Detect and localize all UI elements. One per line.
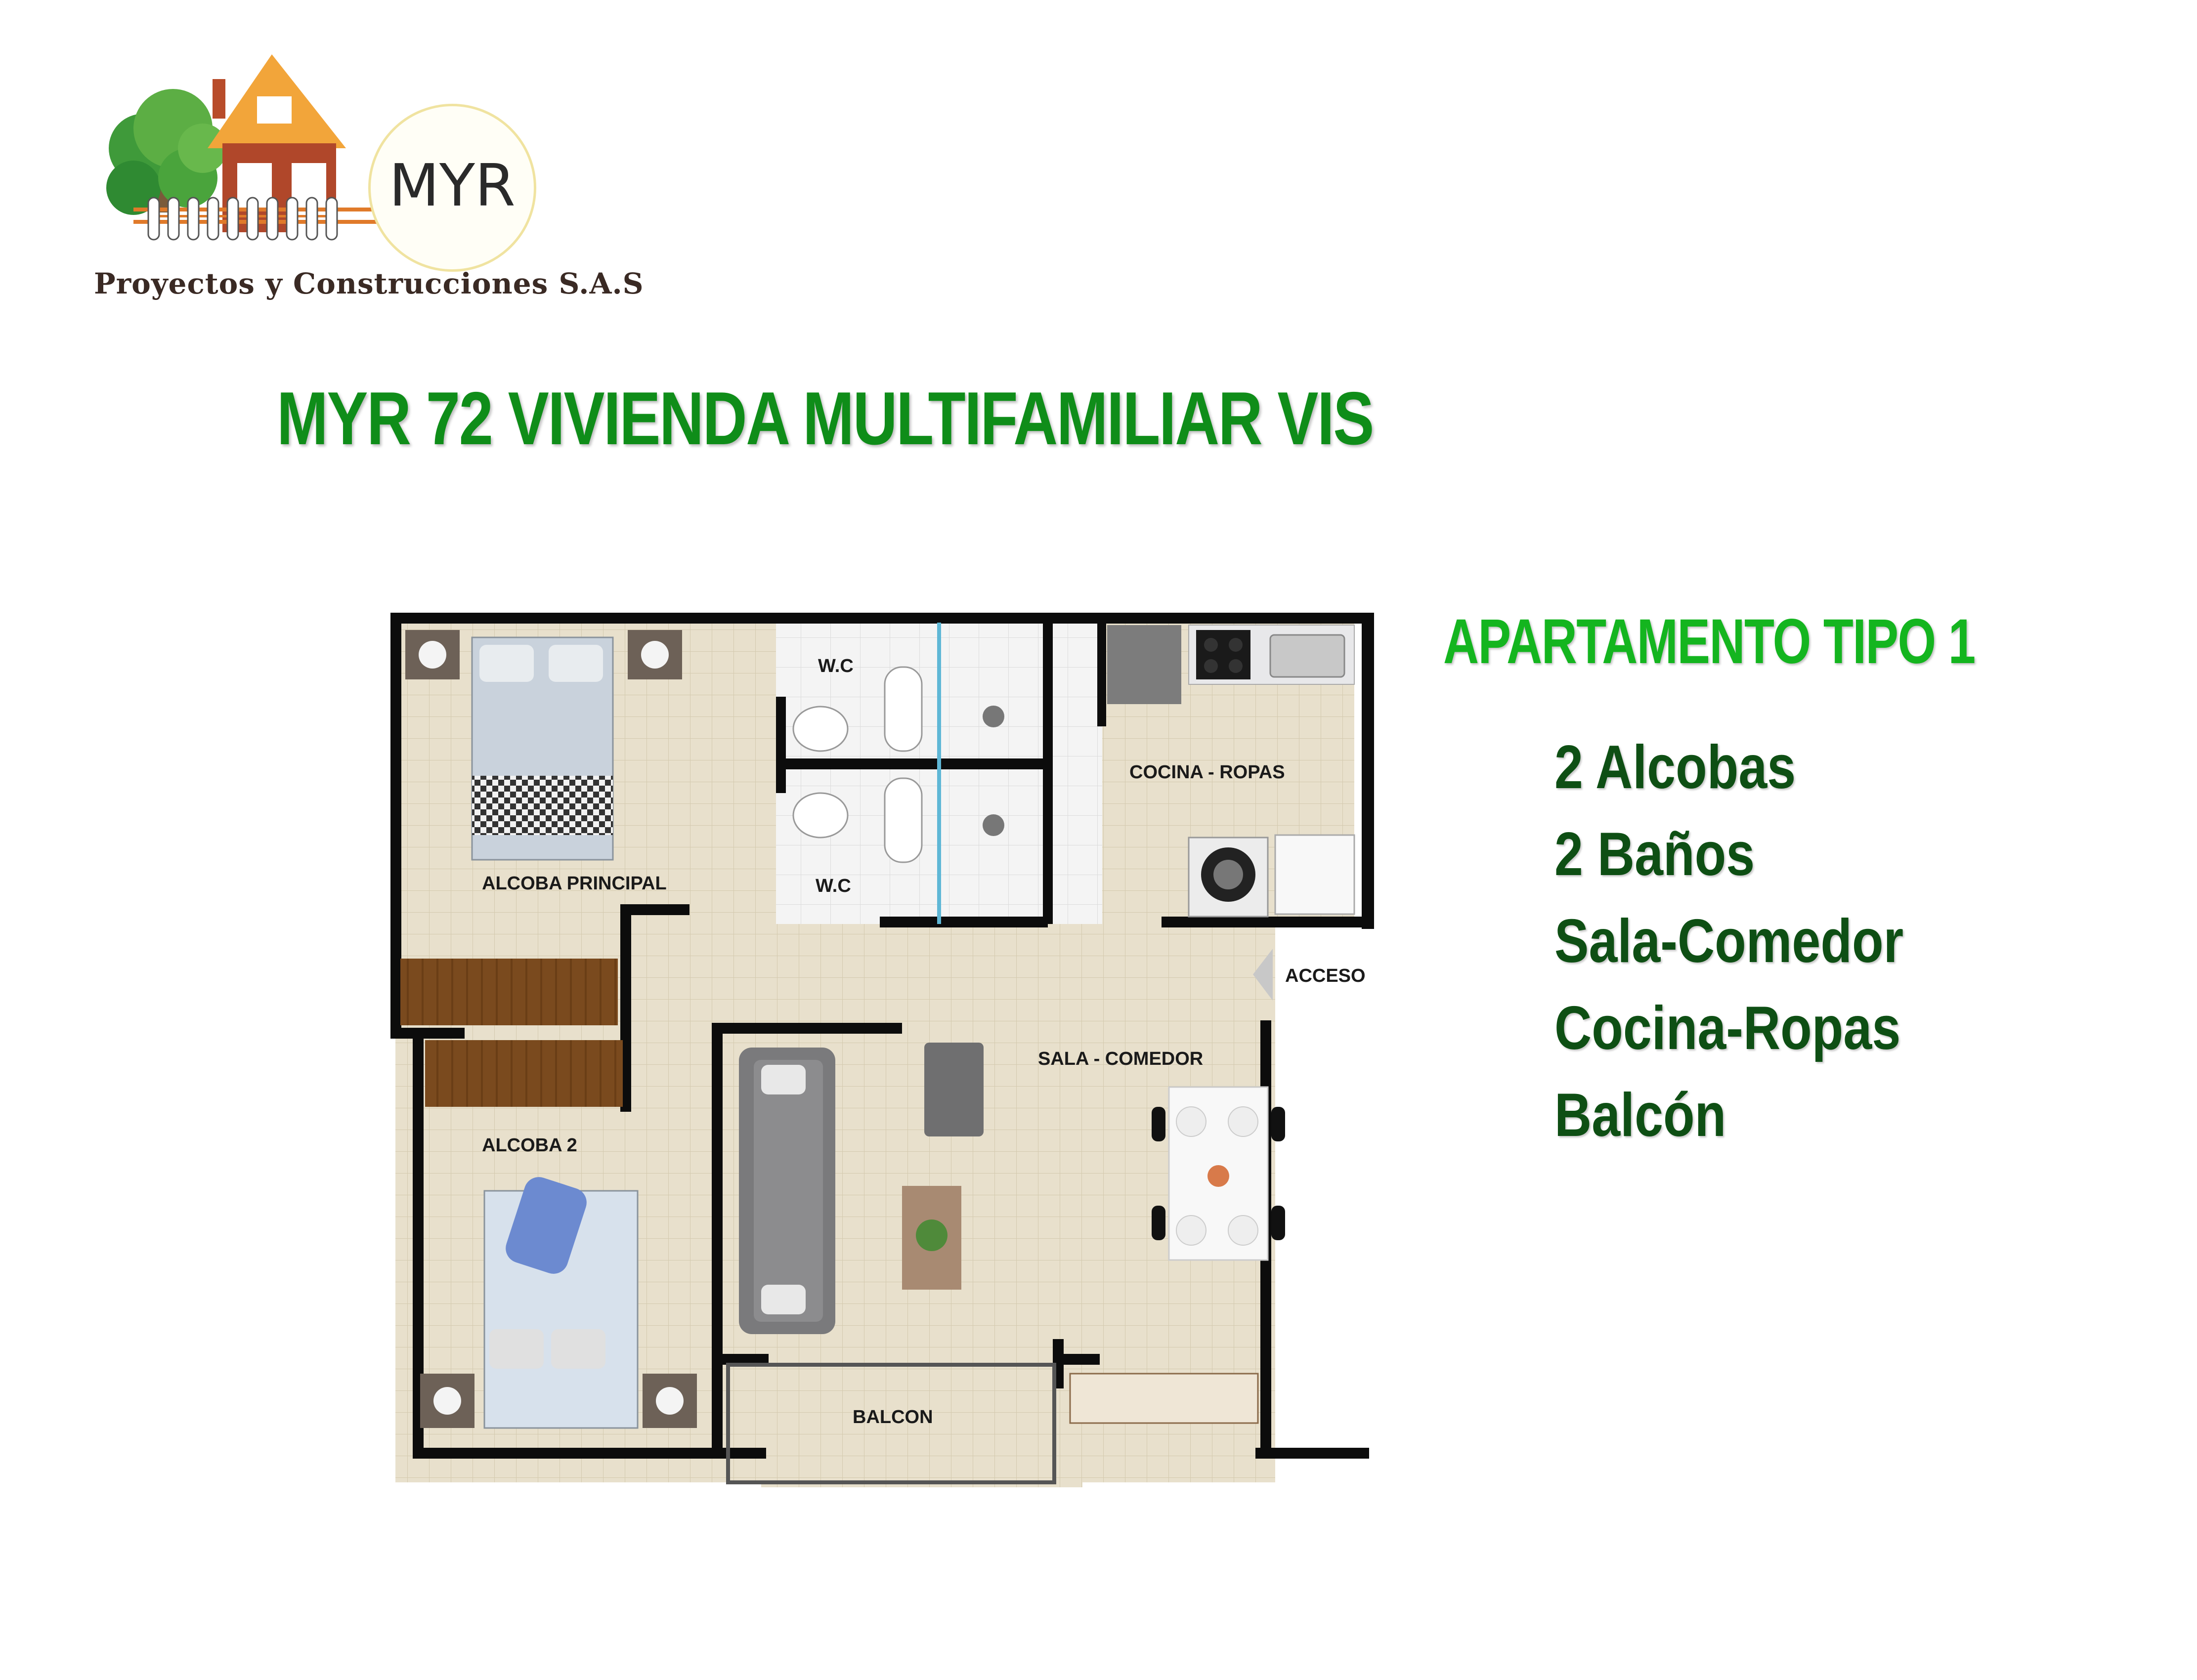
kitchen-fixtures [1107, 625, 1355, 918]
feature-list: 2 Alcobas 2 Baños Sala-Comedor Cocina-Ro… [1554, 724, 1970, 1159]
feature-item: Balcón [1554, 1081, 1726, 1149]
logo-circle [368, 104, 536, 272]
armchair [924, 1043, 984, 1136]
label-living-dining: SALA - COMEDOR [1038, 1049, 1203, 1069]
master-nightstands [405, 630, 682, 679]
label-access: ACCESO [1285, 966, 1366, 986]
bedroom2-nightstands [420, 1374, 697, 1428]
house-tree-logo-graphic [106, 54, 390, 241]
label-master-bedroom: ALCOBA PRINCIPAL [482, 873, 667, 894]
master-bed [471, 636, 614, 861]
feature-item: Cocina-Ropas [1554, 994, 1901, 1062]
bedroom2-bed [483, 1177, 639, 1429]
balcony-outline [726, 1363, 1056, 1484]
label-wc-top: W.C [818, 656, 854, 676]
fence-icon [147, 197, 338, 241]
logo-brand: MYR [389, 151, 516, 219]
bathroom-fixtures [792, 623, 1004, 924]
master-closet [400, 959, 618, 1025]
logo-company-name: Proyectos y Construcciones S.A.S [94, 267, 644, 300]
label-wc-bottom: W.C [816, 876, 851, 896]
floor-plan: W.C W.C COCINA - ROPAS ALCOBA PRINCIPAL … [390, 613, 1374, 1487]
page-title: MYR 72 VIVIENDA MULTIFAMILIAR VIS [277, 377, 1374, 461]
coffee-table [902, 1186, 961, 1290]
tree-icon [106, 89, 227, 215]
feature-item: Sala-Comedor [1554, 907, 1904, 975]
apartment-type-title: APARTAMENTO TIPO 1 [1443, 606, 1976, 677]
company-logo: MYR Proyectos y Construcciones S.A.S [89, 49, 644, 316]
tv-console [1069, 1373, 1259, 1424]
sofa [739, 1048, 835, 1334]
feature-item: 2 Baños [1554, 820, 1755, 888]
bedroom2-closet [425, 1040, 623, 1107]
dining-table [1152, 1086, 1285, 1261]
access-arrow-icon [1253, 949, 1273, 1001]
label-kitchen: COCINA - ROPAS [1129, 762, 1285, 783]
label-balcony: BALCON [853, 1407, 933, 1428]
label-bedroom-2: ALCOBA 2 [482, 1135, 577, 1156]
feature-item: 2 Alcobas [1554, 733, 1796, 801]
